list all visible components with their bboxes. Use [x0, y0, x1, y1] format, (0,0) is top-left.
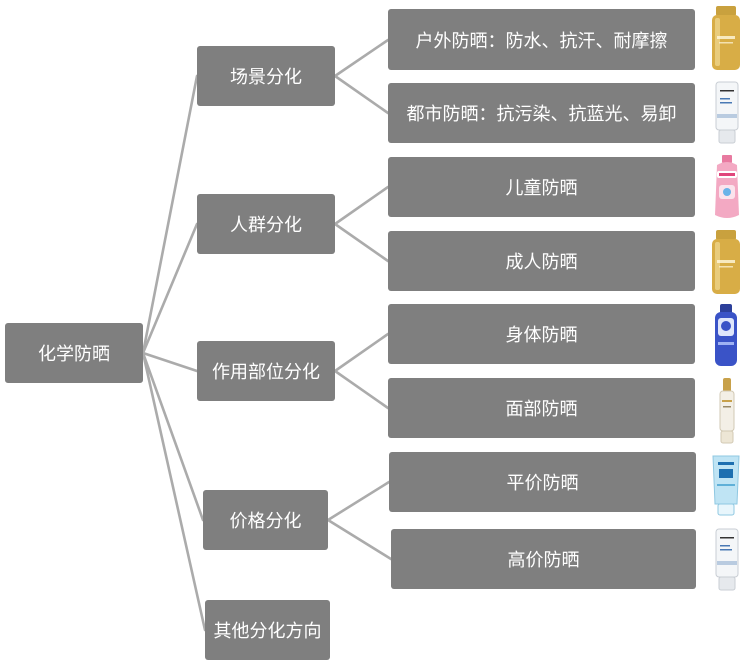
connector-root-branch-3	[141, 351, 205, 522]
connector-root-branch-4	[141, 351, 207, 632]
leaf-budget: 平价防晒	[389, 452, 696, 512]
root-node: 化学防晒	[5, 323, 143, 383]
lancome-uv-tube-icon-2	[715, 528, 739, 591]
connector-branch-3-child-1	[326, 518, 393, 561]
lancome-uv-tube-icon	[715, 81, 739, 144]
leaf-adult: 成人防晒	[388, 231, 695, 291]
anessa-gold-bottle-icon	[712, 6, 740, 70]
connector-root-branch-2	[141, 351, 199, 373]
connector-branch-0-child-1	[333, 74, 390, 115]
leaf-face: 面部防晒	[388, 378, 695, 438]
connector-branch-2-child-1	[333, 369, 390, 410]
leaf-premium: 高价防晒	[391, 529, 696, 589]
connector-root-branch-1	[141, 222, 199, 355]
branch-other: 其他分化方向	[205, 600, 330, 660]
leaf-kids: 儿童防晒	[388, 157, 695, 217]
leaf-body: 身体防晒	[388, 304, 695, 364]
pink-kids-sunscreen-bottle-icon	[715, 155, 739, 218]
branch-body-part: 作用部位分化	[197, 341, 335, 401]
blue-body-spray-bottle-icon	[715, 304, 737, 366]
connector-branch-0-child-0	[333, 38, 390, 78]
connector-branch-1-child-1	[333, 222, 390, 263]
branch-population: 人群分化	[197, 194, 335, 254]
branch-scenario: 场景分化	[197, 46, 335, 106]
leaf-urban: 都市防晒：抗污染、抗蓝光、易卸	[388, 83, 695, 143]
anessa-gold-bottle-icon-2	[712, 230, 740, 294]
connector-branch-2-child-0	[333, 332, 390, 373]
connector-branch-3-child-0	[326, 480, 391, 522]
connector-branch-1-child-0	[333, 185, 390, 226]
branch-price: 价格分化	[203, 490, 328, 550]
leaf-outdoor: 户外防晒：防水、抗汗、耐摩擦	[388, 9, 695, 70]
biore-uv-tube-icon	[712, 455, 740, 516]
connector-root-branch-0	[141, 74, 199, 355]
gold-face-cream-tube-icon	[719, 378, 735, 444]
